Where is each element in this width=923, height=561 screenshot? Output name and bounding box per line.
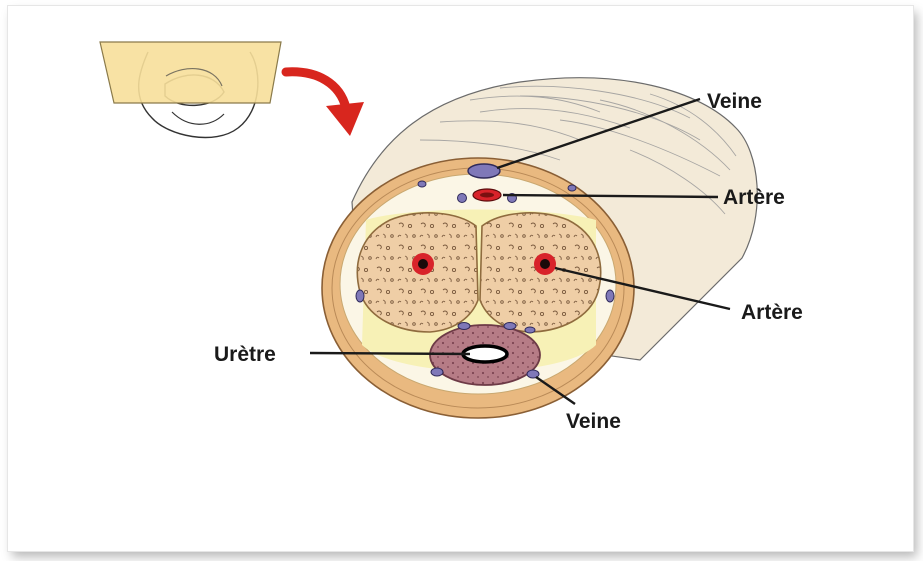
label-veine-top: Veine [707,90,762,113]
reference-thumbnail [100,42,281,137]
cross-section [322,78,757,418]
label-artere-dorsal: Artère [723,186,785,209]
dorsal-vein [468,164,500,178]
red-arrow-icon [286,72,364,136]
label-artere-cavernous: Artère [741,301,803,324]
cut-plane-tag [100,42,281,103]
label-veine-bottom: Veine [566,410,621,433]
label-uretre: Urètre [214,343,276,366]
